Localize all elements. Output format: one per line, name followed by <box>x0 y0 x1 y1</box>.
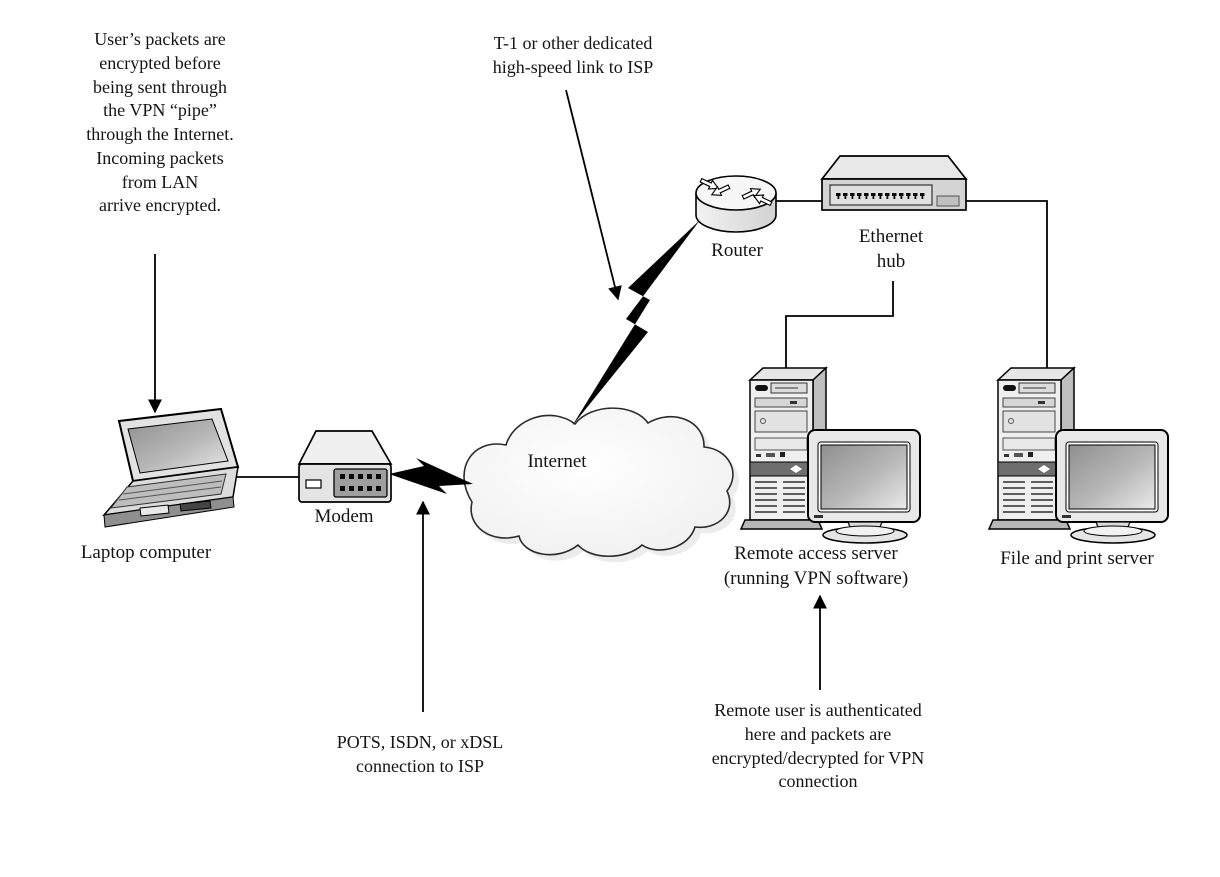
hublabel-remoteserver-link <box>785 281 894 371</box>
annotation-arrows <box>148 89 827 712</box>
modem-icon <box>297 430 393 503</box>
hub-ports <box>836 193 925 199</box>
annotation-pots: POTS, ISDN, or xDSL connection to ISP <box>336 732 504 776</box>
annotation-user-packets: User’s packets are encrypted before bein… <box>86 29 234 216</box>
laptop-label: Laptop computer <box>80 542 212 563</box>
laptop-icon <box>102 407 240 528</box>
remote-access-server-label: Remote access server (running VPN softwa… <box>723 543 909 590</box>
hub-fileserver-link <box>966 200 1048 371</box>
router-icon <box>695 175 777 233</box>
modem-cloud-lightning-bolt <box>389 458 473 494</box>
router-label: Router <box>711 240 763 261</box>
internet-cloud <box>463 407 739 563</box>
annotation-t1-link: T-1 or other dedicated high-speed link t… <box>492 33 654 77</box>
remote-access-server-icon <box>740 367 921 544</box>
annotation-remote-auth: Remote user is authenticated here and pa… <box>711 700 925 792</box>
cloud-router-lightning-bolt <box>572 220 700 426</box>
file-print-server-icon <box>988 367 1169 544</box>
modem-label: Modem <box>314 506 374 527</box>
file-print-server-label: File and print server <box>1000 548 1154 569</box>
ethernet-hub-icon <box>820 155 968 211</box>
internet-label: Internet <box>527 451 587 472</box>
t1-link-arrow <box>565 89 622 301</box>
ethernet-hub-label: Ethernet hub <box>858 226 924 273</box>
